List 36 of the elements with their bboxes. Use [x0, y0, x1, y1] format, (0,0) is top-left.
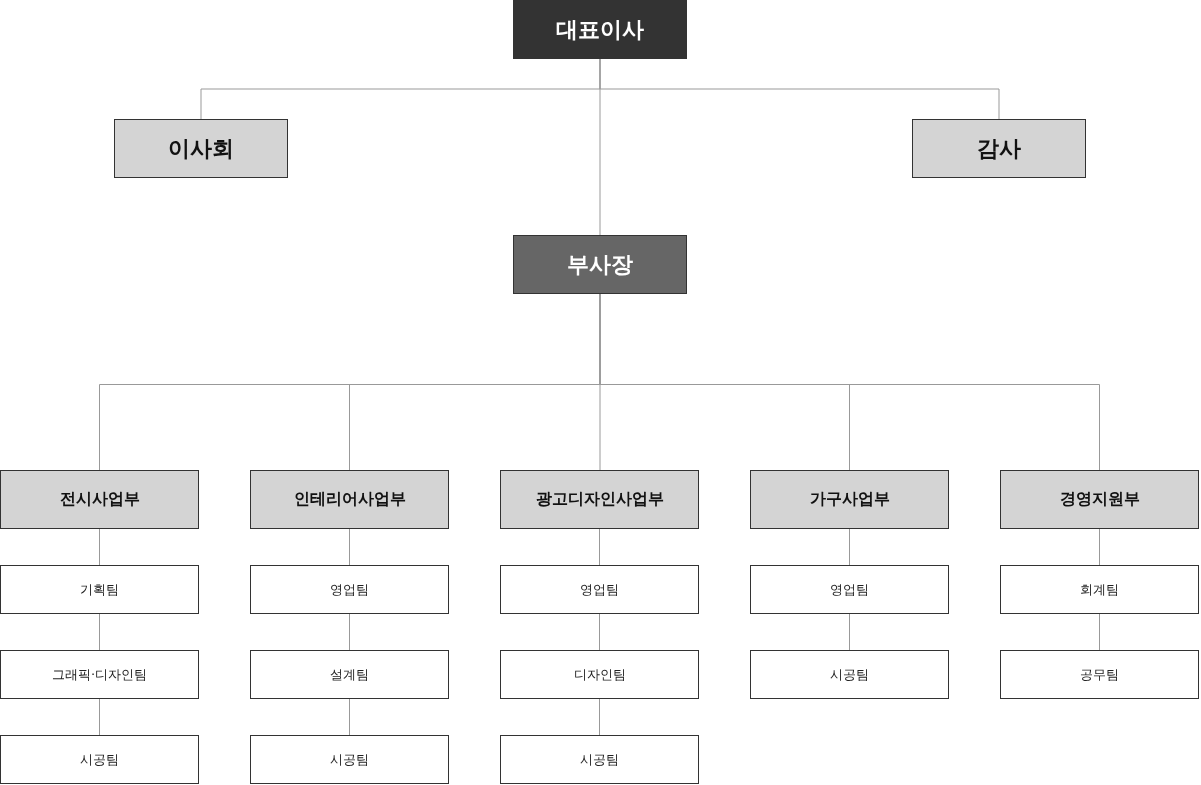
team-box: 회계팀 — [1000, 565, 1199, 614]
team-box: 기획팀 — [0, 565, 199, 614]
team-box: 디자인팀 — [500, 650, 699, 699]
connector-line — [599, 58, 601, 236]
board-box: 감사 — [912, 119, 1086, 178]
connector-line — [99, 528, 100, 566]
department-box: 가구사업부 — [750, 470, 949, 529]
connector-line — [99, 613, 100, 651]
executive-box: 대표이사 — [513, 0, 687, 59]
connector-line — [349, 613, 350, 651]
connector-line — [599, 613, 600, 651]
connector-line — [99, 698, 100, 736]
connector-line — [599, 698, 600, 736]
department-box: 전시사업부 — [0, 470, 199, 529]
team-box: 시공팀 — [500, 735, 699, 784]
connector-line — [849, 613, 850, 651]
executive-box: 부사장 — [513, 235, 687, 294]
connector-line — [599, 528, 600, 566]
team-box: 설계팀 — [250, 650, 449, 699]
connector-line — [349, 528, 350, 566]
team-box: 공무팀 — [1000, 650, 1199, 699]
team-box: 시공팀 — [250, 735, 449, 784]
department-box: 인테리어사업부 — [250, 470, 449, 529]
connector-line — [349, 698, 350, 736]
team-box: 영업팀 — [500, 565, 699, 614]
connector-line — [1099, 528, 1100, 566]
board-box: 이사회 — [114, 119, 288, 178]
team-box: 영업팀 — [750, 565, 949, 614]
connector-line — [849, 528, 850, 566]
team-box: 그래픽·디자인팀 — [0, 650, 199, 699]
department-box: 광고디자인사업부 — [500, 470, 699, 529]
team-box: 시공팀 — [750, 650, 949, 699]
department-box: 경영지원부 — [1000, 470, 1199, 529]
team-box: 시공팀 — [0, 735, 199, 784]
connector-line — [1099, 613, 1100, 651]
team-box: 영업팀 — [250, 565, 449, 614]
